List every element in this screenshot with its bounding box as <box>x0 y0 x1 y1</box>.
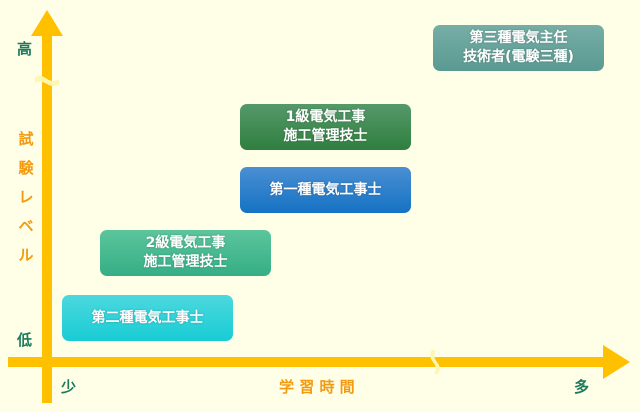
qualification-box-denkou2: 第二種電気工事士 <box>62 295 233 341</box>
y-axis-break-mark <box>35 75 59 86</box>
x-axis-break-mark <box>430 350 440 374</box>
y-axis-low-label: 低 <box>17 331 33 349</box>
box-line: 第三種電気主任 <box>469 30 568 46</box>
y-title-char: 験 <box>18 159 34 177</box>
box-line: 技術者(電験三種) <box>463 49 574 65</box>
qualification-box-denkou1: 第一種電気工事士 <box>240 167 411 213</box>
x-axis-title: 学 習 時 間 <box>279 378 355 396</box>
y-axis-arrowhead <box>31 10 63 36</box>
qualification-box-1kyu-sekou: 1級電気工事 施工管理技士 <box>240 104 411 150</box>
x-axis-arrowhead <box>603 345 630 379</box>
x-axis-line <box>8 357 608 367</box>
box-line: 施工管理技士 <box>283 128 368 144</box>
x-axis-high-label: 多 <box>574 378 590 396</box>
y-title-char: 試 <box>18 130 34 148</box>
y-axis-title: 試 験 レ ベ ル <box>17 128 35 265</box>
box-line: 第一種電気工事士 <box>269 181 382 198</box>
y-title-char: ベ <box>18 217 34 235</box>
x-axis-low-label: 少 <box>61 378 77 396</box>
y-axis-line <box>42 34 52 403</box>
box-line: 施工管理技士 <box>143 254 228 270</box>
box-line: 2級電気工事 <box>145 235 226 251</box>
y-axis-high-label: 高 <box>17 40 33 58</box>
y-title-char: レ <box>18 188 34 206</box>
box-line: 1級電気工事 <box>285 109 366 125</box>
qualification-box-2kyu-sekou: 2級電気工事 施工管理技士 <box>100 230 271 276</box>
qualification-box-denken3: 第三種電気主任 技術者(電験三種) <box>433 25 604 71</box>
box-line: 第二種電気工事士 <box>91 309 204 326</box>
y-title-char: ル <box>18 246 34 264</box>
